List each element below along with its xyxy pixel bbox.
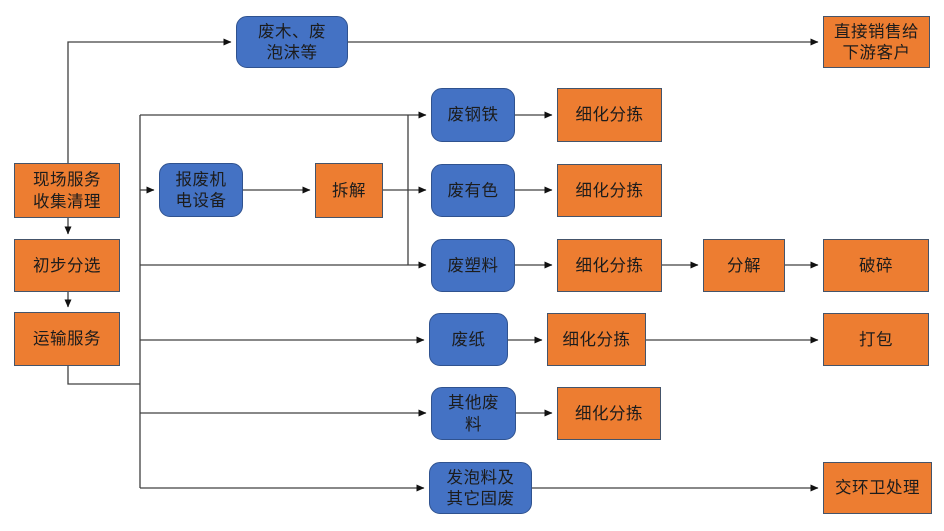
node-onsite-collection-label: 现场服务 收集清理 bbox=[33, 170, 101, 211]
node-transport-service-label: 运输服务 bbox=[33, 329, 101, 349]
node-pack-label: 打包 bbox=[859, 329, 893, 349]
node-foam-solid-waste-label: 发泡料及 其它固废 bbox=[446, 467, 515, 508]
node-sanitation: 交环卫处理 bbox=[823, 462, 932, 514]
node-waste-nonferrous: 废有色 bbox=[431, 164, 515, 217]
node-dismantle: 拆解 bbox=[315, 163, 383, 218]
node-scrap-equipment: 报废机 电设备 bbox=[159, 163, 243, 217]
node-refine-sort-other-label: 细化分拣 bbox=[575, 403, 643, 423]
node-waste-paper: 废纸 bbox=[429, 313, 508, 366]
node-transport-service: 运输服务 bbox=[14, 312, 120, 366]
node-other-waste: 其他废 料 bbox=[431, 387, 516, 440]
node-waste-plastic-label: 废塑料 bbox=[447, 255, 499, 275]
node-dismantle-label: 拆解 bbox=[332, 180, 366, 200]
node-refine-sort-plastic-label: 细化分拣 bbox=[575, 255, 644, 275]
node-preliminary-sorting: 初步分选 bbox=[14, 239, 120, 292]
node-scrap-equipment-label: 报废机 电设备 bbox=[175, 169, 227, 210]
node-decompose-label: 分解 bbox=[727, 255, 761, 275]
node-waste-steel: 废钢铁 bbox=[431, 88, 515, 142]
node-waste-wood-foam-label: 废木、废 泡沫等 bbox=[258, 21, 326, 62]
node-refine-sort-other: 细化分拣 bbox=[557, 387, 661, 440]
node-other-waste-label: 其他废 料 bbox=[448, 393, 499, 434]
node-sanitation-label: 交环卫处理 bbox=[835, 478, 920, 498]
node-decompose: 分解 bbox=[703, 239, 785, 292]
node-direct-sale: 直接销售给 下游客户 bbox=[823, 16, 930, 68]
node-crush: 破碎 bbox=[823, 239, 929, 292]
node-refine-sort-nonferrous: 细化分拣 bbox=[557, 164, 662, 217]
node-refine-sort-paper: 细化分拣 bbox=[547, 313, 646, 366]
connector-onsite-to-wastewood bbox=[67, 38, 232, 163]
node-preliminary-sorting-label: 初步分选 bbox=[33, 255, 101, 275]
node-waste-paper-label: 废纸 bbox=[451, 329, 486, 349]
node-refine-sort-plastic: 细化分拣 bbox=[557, 239, 662, 292]
node-waste-nonferrous-label: 废有色 bbox=[447, 180, 499, 200]
node-onsite-collection: 现场服务 收集清理 bbox=[14, 163, 120, 218]
connector-transport-to-trunk bbox=[67, 366, 140, 385]
node-refine-sort-steel-label: 细化分拣 bbox=[575, 105, 644, 125]
node-direct-sale-label: 直接销售给 下游客户 bbox=[834, 21, 919, 62]
node-waste-plastic: 废塑料 bbox=[431, 239, 515, 292]
node-refine-sort-nonferrous-label: 细化分拣 bbox=[575, 180, 644, 200]
node-refine-sort-steel: 细化分拣 bbox=[557, 88, 662, 142]
node-crush-label: 破碎 bbox=[859, 255, 893, 275]
node-waste-wood-foam: 废木、废 泡沫等 bbox=[236, 16, 348, 68]
node-foam-solid-waste: 发泡料及 其它固废 bbox=[429, 462, 532, 514]
node-waste-steel-label: 废钢铁 bbox=[447, 105, 499, 125]
node-refine-sort-paper-label: 细化分拣 bbox=[562, 329, 631, 349]
node-pack: 打包 bbox=[823, 313, 929, 366]
